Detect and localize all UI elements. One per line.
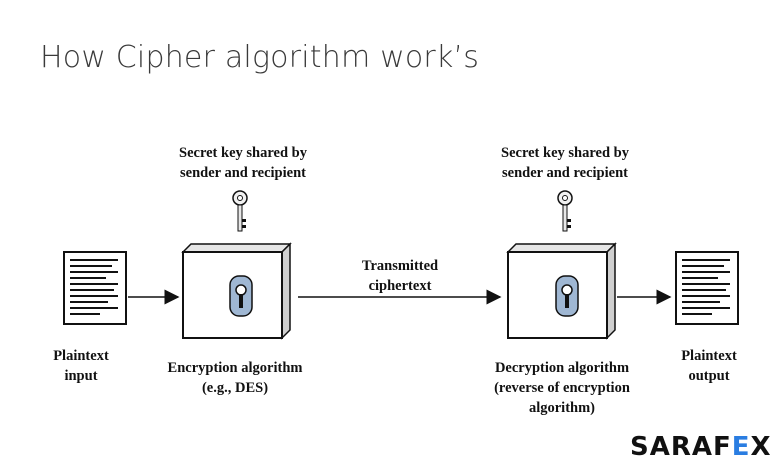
encryption-label-line2: (e.g., DES) — [201, 380, 269, 396]
key-label-right-line1: Secret key shared by — [501, 145, 629, 161]
transmitted-label-line1: Transmitted — [361, 258, 439, 274]
plaintext-input-label-line2: input — [64, 368, 98, 384]
plaintext-input-label-line1: Plaintext — [53, 348, 109, 364]
logo-text-c: X — [750, 432, 772, 462]
plaintext-output-label: Plaintext output — [664, 346, 754, 386]
encryption-label: Encryption algorithm (e.g., DES) — [150, 358, 320, 398]
key-label-left: Secret key shared by sender and recipien… — [168, 143, 318, 183]
plaintext-output-label-line2: output — [688, 368, 730, 384]
key-label-right: Secret key shared by sender and recipien… — [490, 143, 640, 183]
encryption-label-line1: Encryption algorithm — [167, 360, 303, 376]
plaintext-output-label-line1: Plaintext — [681, 348, 737, 364]
lock-icon — [229, 275, 253, 317]
transmitted-ciphertext-label: Transmitted ciphertext — [344, 256, 456, 296]
slide-title: How Cipher algorithm work’s — [40, 40, 480, 75]
key-label-left-line1: Secret key shared by — [179, 145, 307, 161]
logo-text-b: E — [731, 432, 751, 462]
key-label-left-line2: sender and recipient — [180, 165, 306, 181]
decryption-box — [506, 242, 617, 340]
decryption-label-line3: algorithm) — [528, 400, 596, 416]
plaintext-output-document-icon — [675, 251, 739, 325]
decryption-label-line2: (reverse of encryption — [494, 380, 630, 396]
transmitted-label-line2: ciphertext — [368, 278, 432, 294]
key-icon — [232, 190, 248, 232]
decryption-label-line1: Decryption algorithm — [494, 360, 630, 376]
brand-logo: SARAFEX — [630, 432, 772, 462]
key-label-right-line2: sender and recipient — [502, 165, 628, 181]
logo-text-a: SARAF — [630, 432, 732, 462]
plaintext-input-label: Plaintext input — [38, 346, 124, 386]
plaintext-input-document-icon — [63, 251, 127, 325]
key-icon — [557, 190, 573, 232]
lock-icon — [555, 275, 579, 317]
decryption-label: Decryption algorithm (reverse of encrypt… — [472, 358, 652, 418]
encryption-box — [181, 242, 292, 340]
